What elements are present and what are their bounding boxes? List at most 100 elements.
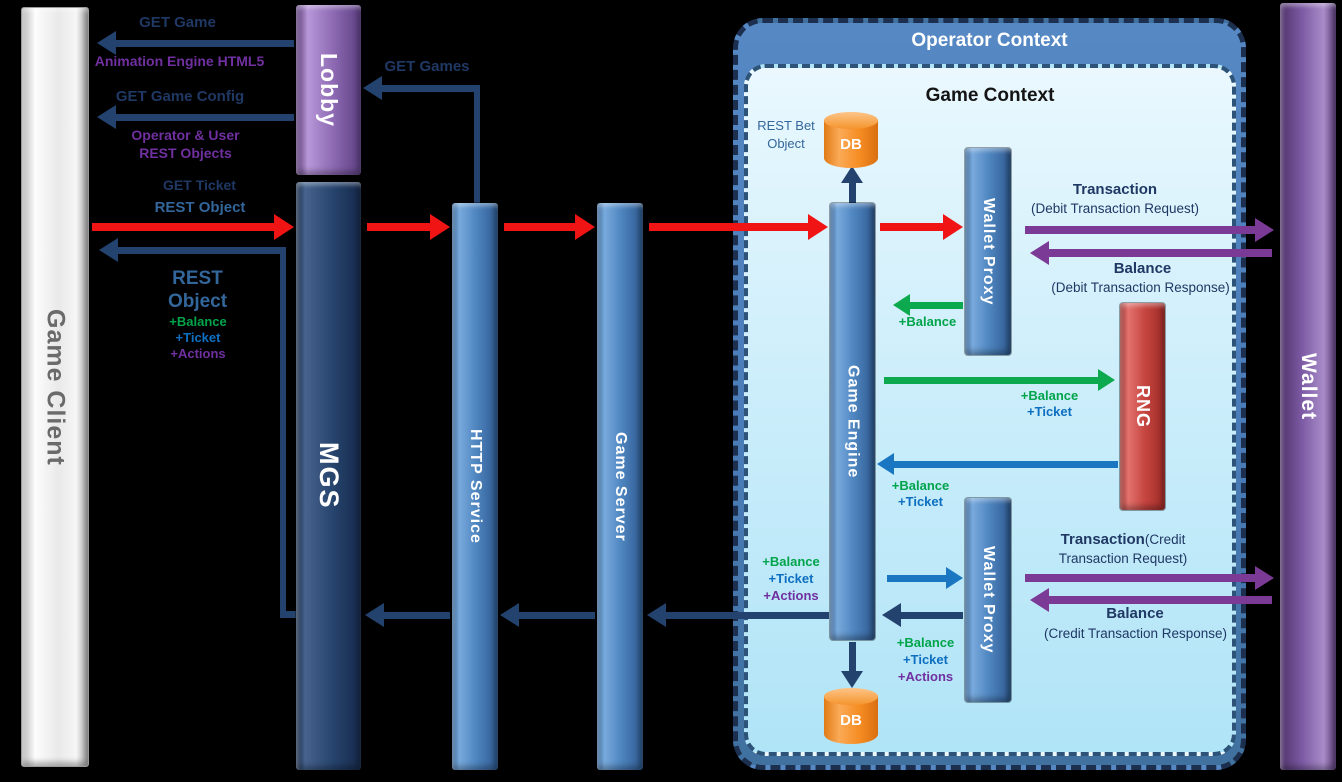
game-client-label: Game Client: [41, 308, 70, 466]
arrow-red-mgs-to-http-line: [367, 223, 430, 231]
node-wallet-proxy-bottom: Wallet Proxy: [965, 498, 1011, 702]
walletproxy2-plus-balance-label: +Balance: [896, 635, 955, 650]
credit-transaction-title-rest: (Credit: [1144, 532, 1186, 547]
rng-label: RNG: [1133, 385, 1153, 428]
arrow-red-mgs-to-http-head: [430, 214, 450, 240]
arrow-navy-walletproxy2-to-gameengine-return-line: [901, 611, 963, 619]
wallet-proxy-bottom-label: Wallet Proxy: [980, 546, 997, 654]
wallet-label: Wallet: [1297, 352, 1320, 421]
gameengine-out-plus-ticket-label: +Ticket: [768, 571, 814, 586]
credit-balance-sub: (Credit Transaction Response): [1043, 626, 1228, 641]
arrow-navy-gameengine-to-dbbottom-line: [848, 642, 856, 671]
arrow-red-gameengine-to-walletproxy-line: [880, 223, 943, 231]
db-top-label: DB: [840, 135, 862, 153]
get-game-config-label: GET Game Config: [115, 88, 245, 105]
line-return-elbow-vertical: [280, 247, 286, 617]
arrow-navy-lobby-to-gameclient-config-line: [116, 113, 294, 121]
http-service-label: HTTP Service: [467, 429, 484, 544]
arrow-navy-gameengine-to-dbtop-line: [848, 183, 856, 203]
debit-transaction-sub: (Debit Transaction Request): [1030, 201, 1200, 216]
lobby-label: Lobby: [316, 53, 342, 127]
rest-return-label-line1: REST: [172, 268, 223, 289]
game-context-title: Game Context: [925, 85, 1055, 106]
arrow-red-gameclient-to-mgs-line: [92, 223, 274, 231]
arrow-red-gameserver-to-gameengine-line: [649, 223, 808, 231]
arrow-purple-wallet-to-walletproxy-debit-line: [1049, 249, 1272, 257]
rng-response-plus-ticket-label: +Ticket: [898, 494, 943, 509]
node-wallet: Wallet: [1280, 3, 1336, 770]
line-return-elbow-into-mgs: [280, 611, 297, 618]
arrow-navy-gameengine-to-gameserver-return-line: [666, 611, 829, 619]
walletproxy2-plus-actions-label: +Actions: [897, 669, 954, 684]
node-game-client: Game Client: [21, 7, 89, 767]
arrow-navy-http-to-lobby-getgames-line: [382, 84, 477, 92]
rest-bet-object-label-line1: REST Bet: [757, 118, 815, 133]
arrow-purple-wallet-to-walletproxy2-credit-head: [1030, 588, 1049, 612]
operator-user-label-line1: Operator & User: [131, 127, 240, 143]
arrow-purple-walletproxy2-to-wallet-credit-line: [1025, 574, 1255, 582]
arrow-red-gameserver-to-gameengine-head: [808, 214, 828, 240]
db-cylinder-cap: [824, 688, 878, 705]
arrow-navy-http-to-mgs-return-line: [384, 611, 450, 619]
arrow-navy-http-to-lobby-getgames-head: [363, 76, 382, 100]
get-ticket-label: GET Ticket: [163, 177, 236, 193]
arrow-purple-walletproxy-to-wallet-debit-line: [1025, 226, 1255, 234]
credit-transaction-line2: Transaction Request): [1058, 551, 1188, 566]
arrow-navy-walletproxy2-to-gameengine-return-head: [882, 603, 901, 627]
credit-transaction-title: Transaction(Credit: [1008, 531, 1238, 550]
game-server-label: Game Server: [612, 431, 629, 542]
node-rng: RNG: [1120, 303, 1165, 510]
arrow-navy-lobby-to-gameclient-game-line: [116, 39, 294, 47]
arrow-purple-wallet-to-walletproxy2-credit-line: [1049, 596, 1272, 604]
arrow-navy-mgs-to-gameclient-return-line: [118, 246, 284, 254]
db-cylinder-cap: [824, 112, 878, 129]
rest-bet-object-label-line2: Object: [767, 136, 805, 151]
node-game-server: Game Server: [597, 203, 643, 770]
arrow-green-gameengine-to-rng-head: [1098, 369, 1115, 391]
animation-engine-label: Animation Engine HTML5: [94, 53, 265, 69]
debit-balance-sub: (Debit Transaction Response): [1051, 280, 1230, 295]
arrow-navy-lobby-to-gameclient-game-head: [97, 31, 116, 55]
arrow-navy-gameengine-to-gameserver-return-head: [647, 603, 666, 627]
node-mgs: MGS: [296, 182, 361, 770]
operator-context-title: Operator Context: [911, 30, 1068, 51]
arrow-red-gameengine-to-walletproxy-head: [943, 214, 963, 240]
arrow-green-walletproxy-to-gameengine-balance-head: [893, 294, 910, 316]
credit-balance-title: Balance: [1106, 605, 1164, 622]
arrow-red-http-to-gameserver-line: [504, 223, 575, 231]
db-bottom-cylinder: DB: [824, 688, 878, 744]
rng-request-plus-ticket-label: +Ticket: [1027, 404, 1072, 419]
arrow-blue-gameengine-to-walletproxy2-line: [887, 574, 946, 582]
get-games-label: GET Games: [384, 58, 470, 75]
return-plus-balance-label: +Balance: [169, 314, 227, 329]
return-plus-actions-label: +Actions: [170, 346, 226, 361]
node-game-engine: Game Engine: [830, 203, 875, 640]
walletproxy2-plus-ticket-label: +Ticket: [903, 652, 948, 667]
credit-transaction-title-bold: Transaction: [1060, 531, 1145, 548]
rest-object-request-label: REST Object: [154, 199, 246, 216]
rng-request-plus-balance-label: +Balance: [1020, 388, 1079, 403]
arrow-navy-http-to-mgs-return-head: [365, 603, 384, 627]
debit-transaction-title: Transaction: [1072, 181, 1158, 198]
arrow-blue-rng-to-gameengine-line: [894, 460, 1118, 468]
arrow-green-gameengine-to-rng-line: [884, 376, 1098, 384]
db-top-cylinder: DB: [824, 112, 878, 168]
arrow-red-http-to-gameserver-head: [575, 214, 595, 240]
rest-return-label-line2: Object: [167, 291, 228, 312]
node-lobby: Lobby: [296, 5, 361, 175]
line-getgames-elbow-vertical: [474, 85, 480, 205]
arrow-navy-lobby-to-gameclient-config-head: [97, 105, 116, 129]
arrow-blue-gameengine-to-walletproxy2-head: [946, 567, 963, 589]
arrow-green-walletproxy-to-gameengine-balance-line: [910, 301, 963, 309]
return-plus-ticket-label: +Ticket: [175, 330, 221, 345]
arrow-navy-gameserver-to-http-return-line: [519, 611, 595, 619]
gameengine-out-plus-balance-label: +Balance: [762, 554, 820, 569]
arrow-purple-walletproxy2-to-wallet-credit-head: [1255, 566, 1274, 590]
debit-balance-title: Balance: [1113, 260, 1172, 277]
arrow-navy-gameengine-to-dbbottom-head: [841, 671, 863, 688]
db-bottom-label: DB: [840, 711, 862, 729]
rng-response-plus-balance-label: +Balance: [891, 478, 950, 493]
gameengine-out-plus-actions-label: +Actions: [763, 588, 819, 603]
node-http-service: HTTP Service: [452, 203, 498, 770]
